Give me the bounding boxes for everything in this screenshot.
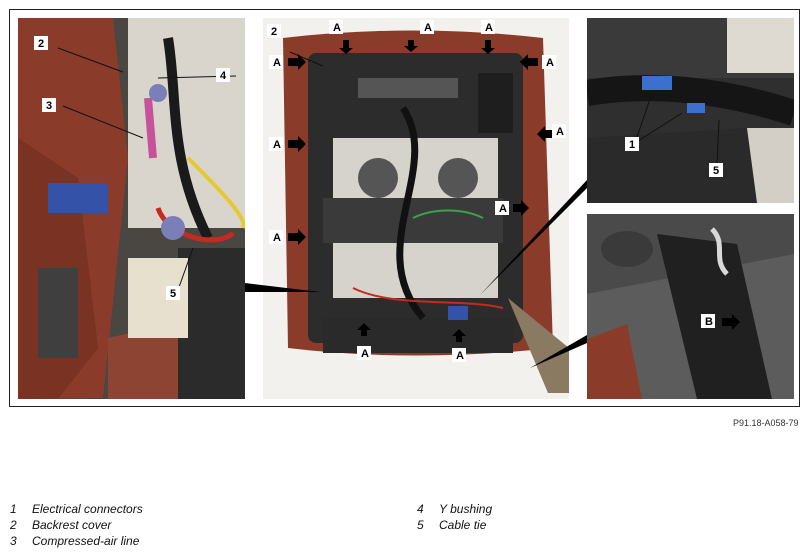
label-a-top-right: A — [485, 22, 493, 34]
center-seat-photo: 2 A A A A A A A A A — [263, 18, 569, 399]
callout-box-a4 — [269, 55, 283, 69]
label-a-left-middle: A — [273, 139, 281, 151]
callout-box-3 — [42, 98, 56, 112]
callout-box-2 — [34, 36, 48, 50]
callout-5-top-right: 5 — [713, 165, 719, 177]
label-b: B — [705, 316, 713, 328]
top-right-photo-illustration: 1 5 — [587, 18, 794, 203]
bottom-right-detail-photo: B — [587, 214, 794, 399]
callout-box-a5 — [542, 55, 556, 69]
label-a-bottom-left: A — [361, 348, 369, 360]
callout-box-a7 — [552, 124, 566, 138]
callout-box-a8 — [269, 230, 283, 244]
callout-5-left: 5 — [170, 288, 176, 300]
left-photo-illustration: 2 4 3 5 — [18, 18, 245, 399]
arrow-group — [288, 40, 555, 342]
callout-box-a11 — [452, 348, 466, 362]
callout-box-b — [701, 314, 715, 328]
label-a-left-upper: A — [273, 57, 281, 69]
callout-box-a2 — [420, 20, 434, 34]
callout-box-5-tr — [709, 163, 723, 177]
callout-3-left: 3 — [46, 100, 52, 112]
label-a-left-lower: A — [273, 232, 281, 244]
callout-1-top-right: 1 — [629, 139, 635, 151]
callout-2-left: 2 — [38, 38, 44, 50]
callout-box-5 — [166, 286, 180, 300]
label-a-top-left: A — [333, 22, 341, 34]
label-a-bottom-right: A — [456, 350, 464, 362]
label-a-right-upper: A — [546, 57, 554, 69]
callout-box-a1 — [329, 20, 343, 34]
label-a-right-lower: A — [499, 203, 507, 215]
label-a-top-center: A — [424, 22, 432, 34]
center-photo-illustration: 2 A A A A A A A A A — [263, 18, 569, 399]
label-a-right-middle: A — [556, 126, 564, 138]
callout-2-center: 2 — [271, 26, 277, 38]
callout-box-a10 — [357, 346, 371, 360]
callout-box-a9 — [495, 201, 509, 215]
callout-box-4 — [216, 68, 230, 82]
callout-4-left: 4 — [220, 70, 227, 82]
top-right-detail-photo: 1 5 — [587, 18, 794, 203]
figure-reference: P91.18-A058-79 — [733, 418, 799, 428]
callout-box-1 — [625, 137, 639, 151]
bottom-right-photo-illustration: B — [587, 214, 794, 399]
callout-box-a3 — [481, 20, 495, 34]
callout-box-2-center — [267, 24, 281, 38]
callout-box-a6 — [269, 137, 283, 151]
left-detail-photo: 2 4 3 5 — [18, 18, 245, 399]
